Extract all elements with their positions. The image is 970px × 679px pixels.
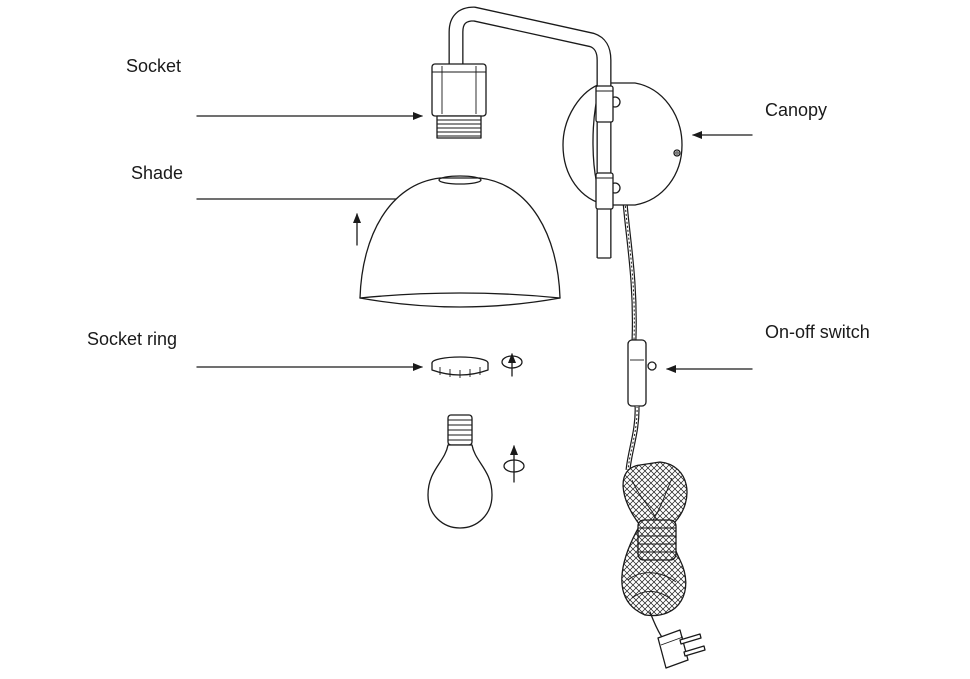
canopy-label: Canopy — [765, 100, 828, 120]
socket-ring — [431, 356, 489, 378]
socket-ring-label: Socket ring — [87, 329, 178, 349]
cord-lower — [625, 405, 640, 471]
canopy — [562, 82, 683, 206]
socket — [431, 63, 487, 139]
shade-label: Shade — [131, 163, 184, 183]
coiled-cord — [621, 461, 688, 617]
socket-label: Socket — [126, 56, 182, 76]
plug — [657, 629, 706, 669]
lamp-arm — [448, 6, 614, 259]
shade — [359, 175, 561, 308]
rotate-icon — [501, 353, 523, 377]
cord-upper — [622, 201, 637, 341]
light-bulb — [427, 414, 493, 529]
rotate-icon — [503, 445, 525, 483]
switch-label: On-off switch — [765, 322, 870, 342]
on-off-switch — [627, 339, 657, 407]
